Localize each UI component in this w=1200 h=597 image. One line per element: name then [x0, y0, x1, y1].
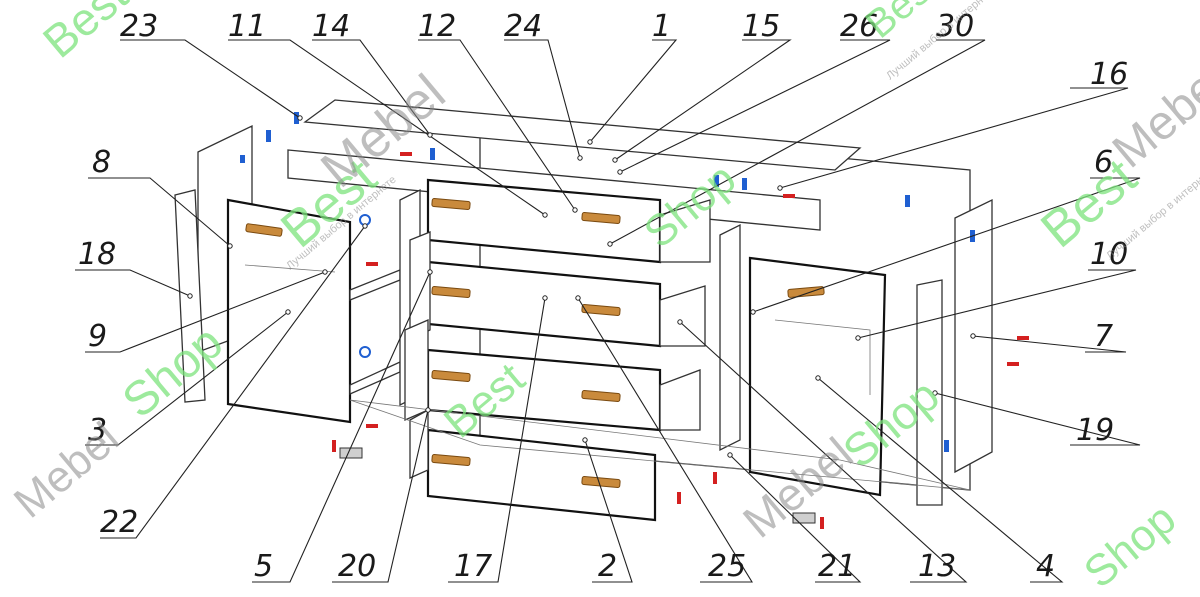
callout-label: 2 — [598, 549, 617, 584]
anchor-dots — [187, 115, 976, 458]
callout-label: 20 — [338, 549, 376, 584]
callout-label: 14 — [312, 9, 350, 44]
callout-label: 12 — [418, 9, 456, 44]
hardware-red — [366, 424, 378, 428]
right-partition — [719, 223, 741, 452]
watermark-logo: Shop — [1075, 494, 1185, 597]
callout-label: 8 — [92, 145, 111, 180]
callout-label: 26 — [840, 9, 878, 44]
drawer-front-4 — [426, 428, 657, 522]
drawer-handle — [431, 454, 471, 466]
callout-label: 19 — [1076, 413, 1114, 448]
callout-label: 24 — [504, 9, 542, 44]
drawer-handle — [431, 370, 471, 382]
callout-label: 23 — [120, 9, 158, 44]
drawer-side-3 — [659, 369, 701, 431]
drawer-handle — [581, 304, 621, 316]
support-foot — [339, 447, 363, 459]
callout-label: 1 — [652, 9, 671, 44]
drawer-side-2 — [659, 285, 706, 347]
right-shelf-outline — [774, 319, 871, 395]
right-door-handle — [787, 286, 825, 298]
top-board — [303, 99, 862, 171]
hardware-red — [400, 152, 412, 156]
callout-labels: 23 11 14 12 24 1 15 26 30 16 8 6 18 10 9… — [78, 9, 1128, 584]
hardware-blue — [714, 175, 719, 187]
left-shelf-outline — [244, 264, 336, 273]
drawer-handle — [581, 212, 621, 224]
hardware-red — [677, 492, 681, 504]
hardware-blue — [294, 112, 299, 124]
callout-label: 10 — [1090, 237, 1128, 272]
left-door-handle — [245, 223, 283, 237]
leader-lines — [75, 39, 1141, 583]
callout-label: 4 — [1036, 549, 1055, 584]
callout-label: 21 — [818, 549, 856, 584]
drawer-back-left-2 — [404, 319, 429, 421]
hardware-red — [332, 440, 336, 452]
callout-label: 7 — [1094, 319, 1113, 354]
hardware-blue — [742, 178, 747, 190]
hardware-blue — [240, 155, 245, 163]
hardware-red — [366, 262, 378, 266]
hardware-red — [1007, 362, 1019, 366]
left-bottom-shelf — [349, 360, 401, 395]
callout-label: 15 — [742, 9, 780, 44]
furniture-parts — [174, 99, 993, 522]
svg-text:Shop: Shop — [1075, 494, 1185, 597]
drawer-handle — [581, 390, 621, 402]
drawer-handle — [431, 286, 471, 298]
drawer-handle — [431, 198, 471, 210]
hardware-red — [820, 517, 824, 529]
callout-label: 30 — [936, 9, 974, 44]
hardware-red — [783, 194, 795, 198]
callout-label: 11 — [228, 9, 266, 44]
hardware-red — [713, 472, 717, 484]
callout-label: 16 — [1090, 57, 1128, 92]
support-foot — [792, 512, 816, 524]
right-plinth — [916, 279, 943, 506]
callout-label: 3 — [88, 413, 107, 448]
callout-label: 9 — [88, 319, 107, 354]
callout-label: 25 — [708, 549, 746, 584]
callout-label: 6 — [1094, 145, 1113, 180]
bottom-board — [349, 399, 971, 491]
hardware-blue — [944, 440, 949, 452]
drawer-back-left — [409, 231, 431, 342]
callout-label: 17 — [454, 549, 492, 584]
hardware-hinge — [359, 346, 371, 358]
drawer-side-1 — [659, 199, 711, 263]
callout-label: 22 — [100, 505, 138, 540]
callout-label: 5 — [254, 549, 273, 584]
hardware-blue — [905, 195, 910, 207]
callout-label: 18 — [78, 237, 116, 272]
left-shelf — [349, 269, 401, 301]
hardware-red — [1017, 336, 1029, 340]
hardware-blue — [430, 148, 435, 160]
callout-label: 13 — [918, 549, 956, 584]
hardware-blue — [266, 130, 271, 142]
